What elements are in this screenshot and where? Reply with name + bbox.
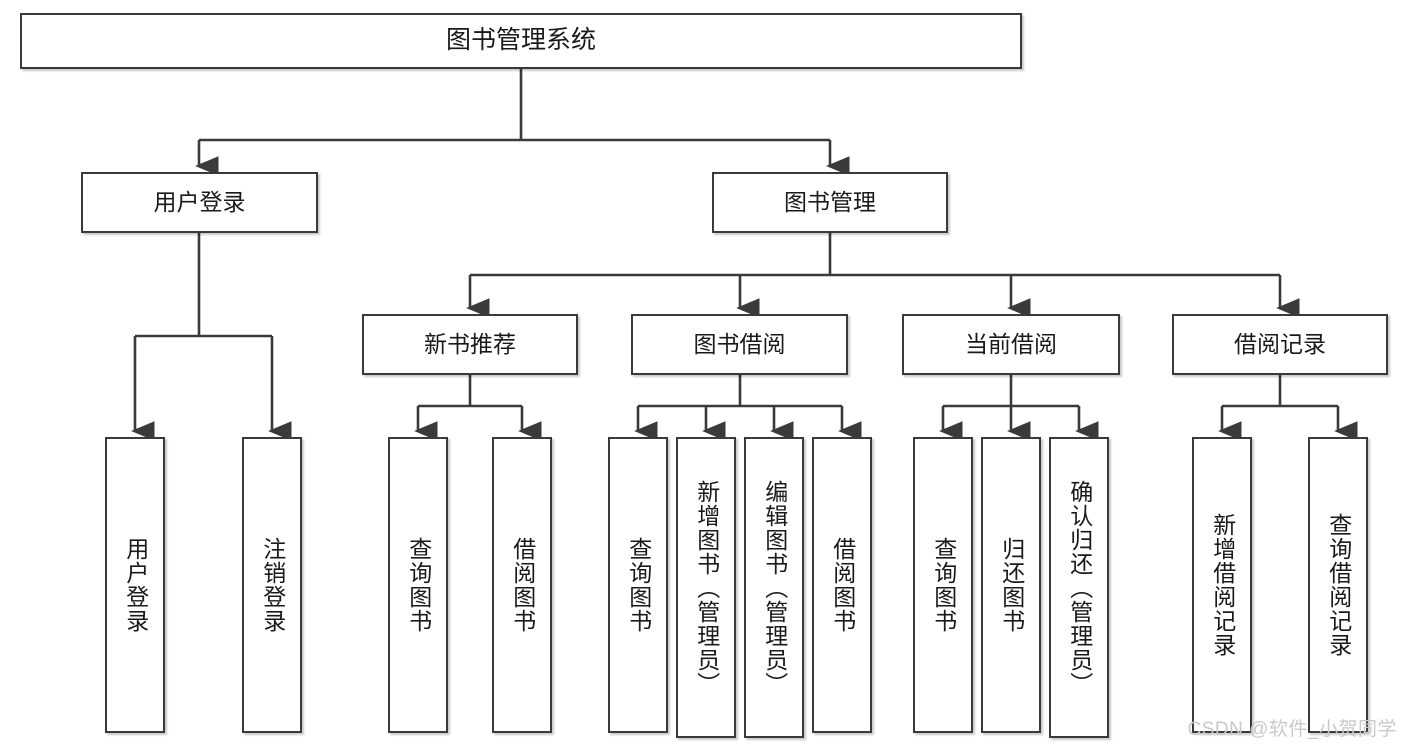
node-user-login[interactable]: 用户登录 — [81, 172, 318, 233]
node-label: 图书借阅 — [693, 330, 786, 357]
node-label: 当前借阅 — [965, 330, 1057, 357]
node-label: 确认归还（管理员） — [1066, 479, 1093, 696]
node-label: 借阅记录 — [1234, 330, 1326, 357]
leaf-new-book-borrow[interactable]: 借阅图书 — [492, 437, 552, 733]
node-label: 查询借阅记录 — [1325, 513, 1352, 657]
node-book-management[interactable]: 图书管理 — [712, 172, 948, 233]
node-label: 新增借阅记录 — [1209, 513, 1236, 657]
leaf-book-borrow-edit[interactable]: 编辑图书（管理员） — [744, 437, 804, 738]
node-label: 新书推荐 — [424, 330, 516, 357]
node-label: 借阅图书 — [509, 537, 536, 633]
leaf-current-borrow-return[interactable]: 归还图书 — [981, 437, 1041, 733]
node-label: 图书管理系统 — [445, 26, 596, 55]
leaf-user-login-logout[interactable]: 注销登录 — [242, 437, 302, 733]
watermark-text: CSDN @软件_小贺同学 — [1187, 719, 1397, 740]
node-label: 查询图书 — [625, 537, 652, 633]
node-book-borrow[interactable]: 图书借阅 — [631, 314, 848, 375]
node-borrow-record[interactable]: 借阅记录 — [1172, 314, 1388, 375]
leaf-new-book-query[interactable]: 查询图书 — [388, 437, 448, 733]
node-label: 借阅图书 — [829, 537, 856, 633]
leaf-current-borrow-confirm-return[interactable]: 确认归还（管理员） — [1049, 437, 1109, 738]
node-label: 新增图书（管理员） — [693, 479, 720, 696]
node-label: 查询图书 — [405, 537, 432, 633]
leaf-book-borrow-query[interactable]: 查询图书 — [608, 437, 668, 733]
node-label: 用户登录 — [153, 188, 246, 215]
node-label: 注销登录 — [259, 537, 286, 633]
node-label: 归还图书 — [998, 537, 1025, 633]
leaf-borrow-record-add[interactable]: 新增借阅记录 — [1192, 437, 1252, 733]
node-current-borrow[interactable]: 当前借阅 — [902, 314, 1120, 375]
leaf-user-login-login[interactable]: 用户登录 — [105, 437, 165, 733]
leaf-current-borrow-query[interactable]: 查询图书 — [913, 437, 973, 733]
leaf-borrow-record-query[interactable]: 查询借阅记录 — [1308, 437, 1368, 733]
node-label: 图书管理 — [784, 188, 876, 215]
leaf-book-borrow-add[interactable]: 新增图书（管理员） — [676, 437, 736, 738]
node-label: 用户登录 — [122, 537, 149, 633]
node-label: 编辑图书（管理员） — [761, 479, 788, 696]
node-root-system[interactable]: 图书管理系统 — [20, 13, 1022, 69]
node-new-book-recommend[interactable]: 新书推荐 — [362, 314, 578, 375]
leaf-book-borrow-borrow[interactable]: 借阅图书 — [812, 437, 872, 733]
node-label: 查询图书 — [930, 537, 957, 633]
